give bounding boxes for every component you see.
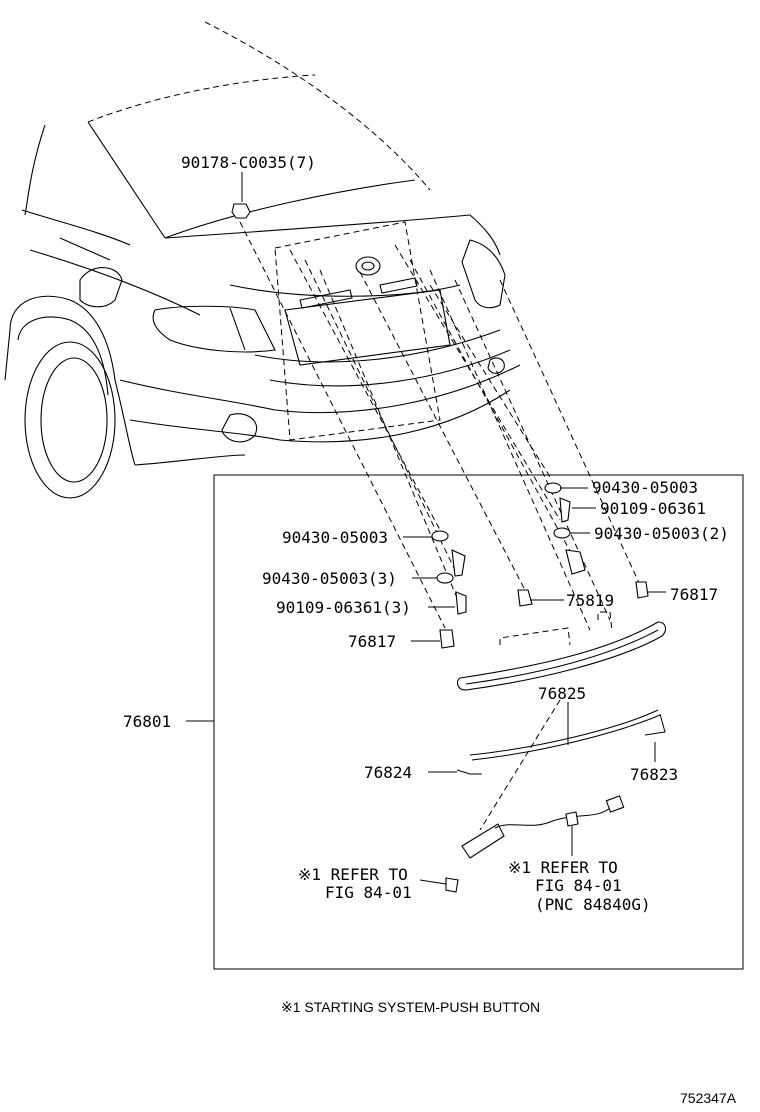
label-90109-06361-3: 90109-06361(3) bbox=[276, 598, 411, 617]
label-76801: 76801 bbox=[123, 712, 171, 731]
label-76824: 76824 bbox=[364, 763, 412, 782]
leader-lines bbox=[239, 221, 641, 831]
molding-76824-part bbox=[456, 769, 482, 775]
switch-screw-part bbox=[445, 877, 459, 893]
molding-76823-part bbox=[644, 713, 666, 736]
parts bbox=[231, 203, 667, 893]
refer-left-line1: ※1 REFER TO bbox=[298, 865, 408, 884]
washer-90430-top-part bbox=[544, 482, 562, 494]
label-90109-06361-top: 90109-06361 bbox=[600, 499, 706, 518]
refer-note-left: ※1 REFER TO FIG 84-01 bbox=[298, 865, 412, 902]
label-90430-05003-left: 90430-05003 bbox=[282, 528, 388, 547]
label-76823: 76823 bbox=[630, 765, 678, 784]
push-button-switch-part bbox=[461, 823, 505, 859]
connector-part bbox=[605, 795, 625, 813]
callout-lines bbox=[186, 172, 666, 885]
label-90430-05003-2: 90430-05003(2) bbox=[594, 524, 729, 543]
refer-right-line1: ※1 REFER TO bbox=[508, 858, 618, 877]
clip-90178-part bbox=[231, 203, 251, 219]
label-90430-05003-3: 90430-05003(3) bbox=[262, 569, 397, 588]
washer-90430-left-part bbox=[431, 530, 449, 542]
footnote: ※1 STARTING SYSTEM-PUSH BUTTON bbox=[281, 999, 540, 1015]
washer-90430-2-part bbox=[553, 527, 571, 539]
clip-76817-right-part bbox=[635, 581, 649, 599]
clip-76817-left-part bbox=[439, 629, 455, 649]
refer-right-line2: FIG 84-01 bbox=[535, 876, 622, 895]
stud-left-part bbox=[451, 549, 466, 577]
label-76825: 76825 bbox=[538, 684, 586, 703]
label-90178-c0035: 90178-C0035(7) bbox=[181, 153, 316, 172]
clip-75819-part bbox=[517, 589, 533, 607]
screw-90109-3-part bbox=[455, 591, 467, 615]
washer-90430-3-part bbox=[436, 572, 454, 584]
car-rear-outline bbox=[4, 21, 521, 499]
label-76817-left: 76817 bbox=[348, 632, 396, 651]
label-90430-05003-top: 90430-05003 bbox=[592, 478, 698, 497]
assembly-frame bbox=[213, 474, 744, 970]
stud-right-part bbox=[565, 549, 586, 575]
refer-note-right: ※1 REFER TO FIG 84-01 (PNC 84840G) bbox=[508, 858, 651, 914]
refer-left-line2: FIG 84-01 bbox=[325, 883, 412, 902]
part-number-labels: 90178-C0035(7) 90430-05003 90109-06361 9… bbox=[123, 153, 729, 784]
label-75819: 75819 bbox=[566, 591, 614, 610]
screw-90109-top-part bbox=[559, 497, 571, 523]
molding-76825-part bbox=[469, 709, 659, 756]
garnish-76801-part bbox=[456, 621, 667, 691]
diagram-id: 752347A bbox=[680, 1090, 737, 1106]
label-76817-right: 76817 bbox=[670, 585, 718, 604]
refer-right-line3: (PNC 84840G) bbox=[535, 895, 651, 914]
